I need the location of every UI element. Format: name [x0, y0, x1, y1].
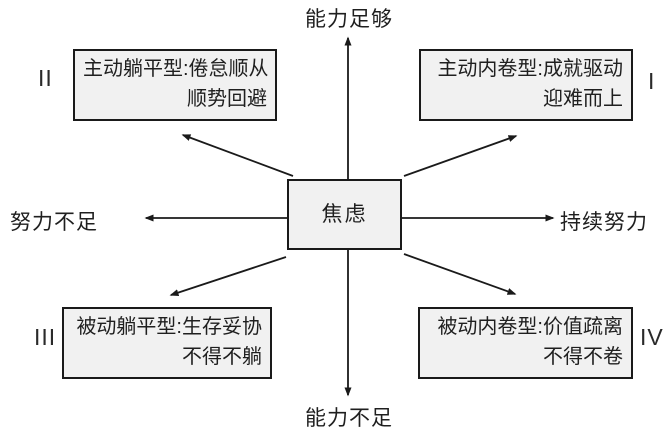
roman-numeral-i: I [648, 68, 656, 94]
quadrant-box-line1: 被动躺平型:生存妥协 [76, 316, 262, 338]
roman-numeral-iv: IV [640, 324, 663, 350]
quadrant-box-line1: 主动内卷型:成就驱动 [437, 58, 623, 80]
quadrant-box-active-lying-flat: 主动躺平型:倦怠顺从 顺势回避 [73, 49, 277, 121]
quadrant-box-line1: 被动内卷型:价值疏离 [437, 316, 623, 338]
center-box-anxiety: 焦虑 [287, 179, 402, 250]
roman-numeral-iii: III [34, 324, 57, 350]
quadrant-box-line2: 不得不躺 [182, 346, 262, 368]
quadrant-box-line2: 迎难而上 [543, 88, 623, 110]
arrow-down-left [169, 256, 287, 296]
arrow-down-right [403, 253, 517, 295]
quadrant-box-passive-involution: 被动内卷型:价值疏离 不得不卷 [418, 307, 633, 379]
quadrant-box-active-involution: 主动内卷型:成就驱动 迎难而上 [419, 49, 633, 121]
quadrant-box-line2: 不得不卷 [543, 346, 623, 368]
arrow-up-left [181, 134, 294, 177]
quadrant-box-line2: 顺势回避 [187, 88, 267, 110]
arrow-up-right [403, 135, 518, 177]
roman-numeral-ii: II [38, 65, 53, 91]
axis-label-ability-sufficient: 能力足够 [305, 8, 393, 31]
axis-label-effort-insufficient: 努力不足 [10, 211, 98, 234]
quadrant-box-passive-lying-flat: 被动躺平型:生存妥协 不得不躺 [62, 307, 272, 379]
axis-label-ability-insufficient: 能力不足 [305, 407, 393, 430]
quadrant-box-line1: 主动躺平型:倦怠顺从 [83, 58, 269, 80]
axis-label-continuous-effort: 持续努力 [560, 211, 648, 234]
